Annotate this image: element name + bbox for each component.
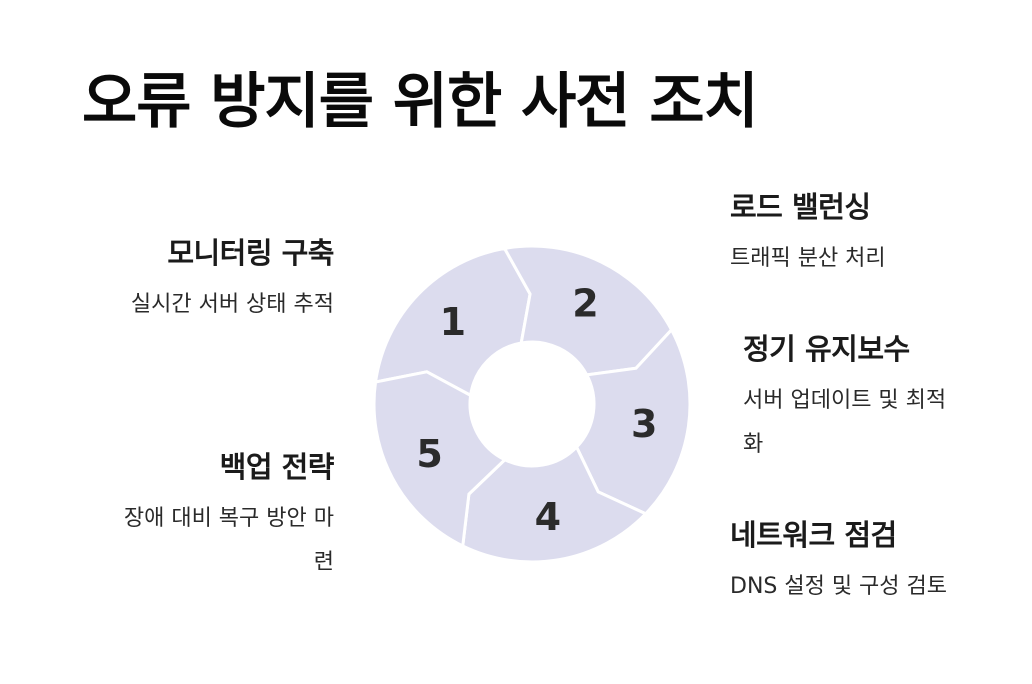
cycle-number-3: 3	[631, 402, 657, 446]
step-4-heading: 네트워크 점검	[730, 518, 897, 552]
cycle-number-1: 1	[440, 300, 466, 344]
cycle-number-2: 2	[572, 281, 598, 325]
cycle-segment-4	[461, 444, 649, 564]
step-2-heading: 로드 밸런싱	[730, 190, 871, 224]
step-4-description: DNS 설정 및 구성 검토	[730, 573, 948, 599]
step-5-description-line-2: 련	[313, 549, 334, 575]
cycle-segment-1	[373, 246, 532, 398]
step-1-text: 모니터링 구축 실시간 서버 상태 추적	[74, 236, 335, 327]
cycle-numbers: 1 2 3 4 5	[416, 281, 657, 539]
cycle-diagram: 1 2 3 4 5	[372, 244, 692, 564]
step-2-description: 트래픽 분산 처리	[730, 245, 886, 271]
cycle-number-5: 5	[416, 432, 442, 476]
step-5-description: 장애 대비 복구 방안 마 련	[74, 497, 334, 585]
page-title: 오류 방지를 위한 사전 조치	[82, 67, 759, 137]
step-3-description-line-2: 화	[743, 431, 764, 457]
step-3-description-line-1: 서버 업데이트 및 최적	[743, 387, 947, 413]
cycle-segment-2	[502, 244, 674, 377]
step-1-heading: 모니터링 구축	[167, 236, 334, 270]
step-3-text: 정기 유지보수 서버 업데이트 및 최적 화	[743, 332, 1023, 467]
step-3-heading: 정기 유지보수	[743, 332, 910, 366]
cycle-segment-3	[574, 327, 692, 516]
cycle-segment-5	[372, 370, 508, 549]
step-5-text: 백업 전략 장애 대비 복구 방안 마 련	[74, 450, 335, 585]
step-1-description: 실시간 서버 상태 추적	[130, 291, 334, 317]
step-5-heading: 백업 전략	[219, 450, 335, 484]
step-3-description: 서버 업데이트 및 최적 화	[743, 379, 1023, 467]
step-2-text: 로드 밸런싱 트래픽 분산 처리	[730, 190, 1020, 281]
cycle-segments	[372, 244, 692, 564]
step-4-text: 네트워크 점검 DNS 설정 및 구성 검토	[730, 518, 1020, 609]
cycle-number-4: 4	[535, 495, 561, 539]
step-5-description-line-1: 장애 대비 복구 방안 마	[123, 505, 334, 531]
